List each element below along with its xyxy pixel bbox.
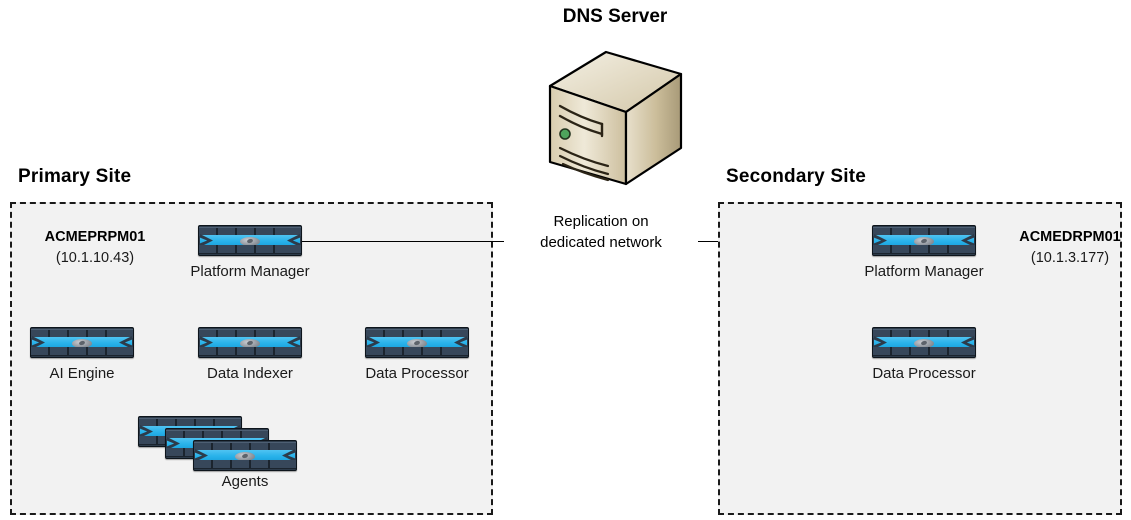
- primary-host-ip: (10.1.10.43): [55, 250, 135, 266]
- primary-site-title: Primary Site: [18, 166, 132, 187]
- dns-server-label: DNS Server: [562, 6, 668, 27]
- secondary-host-ip: (10.1.3.177): [1030, 250, 1110, 266]
- secondary-platform-manager-icon[interactable]: [872, 225, 976, 256]
- secondary-site-title: Secondary Site: [726, 166, 867, 187]
- primary-platform-manager-icon[interactable]: [198, 225, 302, 256]
- replication-label-line1: Replication on: [553, 213, 649, 230]
- primary-ai-engine-label: AI Engine: [49, 365, 115, 382]
- primary-host-name: ACMEPRPM01: [44, 229, 146, 245]
- primary-ai-engine-icon[interactable]: [30, 327, 134, 358]
- primary-agents-icon-front[interactable]: [193, 440, 297, 471]
- secondary-data-processor-icon[interactable]: [872, 327, 976, 358]
- primary-data-processor-label: Data Processor: [365, 365, 469, 382]
- secondary-host-name: ACMEDRPM01: [1019, 229, 1121, 245]
- primary-data-indexer-icon[interactable]: [198, 327, 302, 358]
- replication-label-line2: dedicated network: [540, 234, 662, 251]
- secondary-platform-manager-label: Platform Manager: [864, 263, 984, 280]
- secondary-data-processor-label: Data Processor: [872, 365, 976, 382]
- replication-link-label: Replication on dedicated network: [506, 211, 696, 253]
- primary-data-indexer-label: Data Indexer: [207, 365, 293, 382]
- primary-agents-label: Agents: [221, 473, 269, 490]
- replication-line-left: [302, 241, 504, 242]
- primary-platform-manager-label: Platform Manager: [190, 263, 310, 280]
- dns-server-icon: [540, 44, 690, 194]
- primary-data-processor-icon[interactable]: [365, 327, 469, 358]
